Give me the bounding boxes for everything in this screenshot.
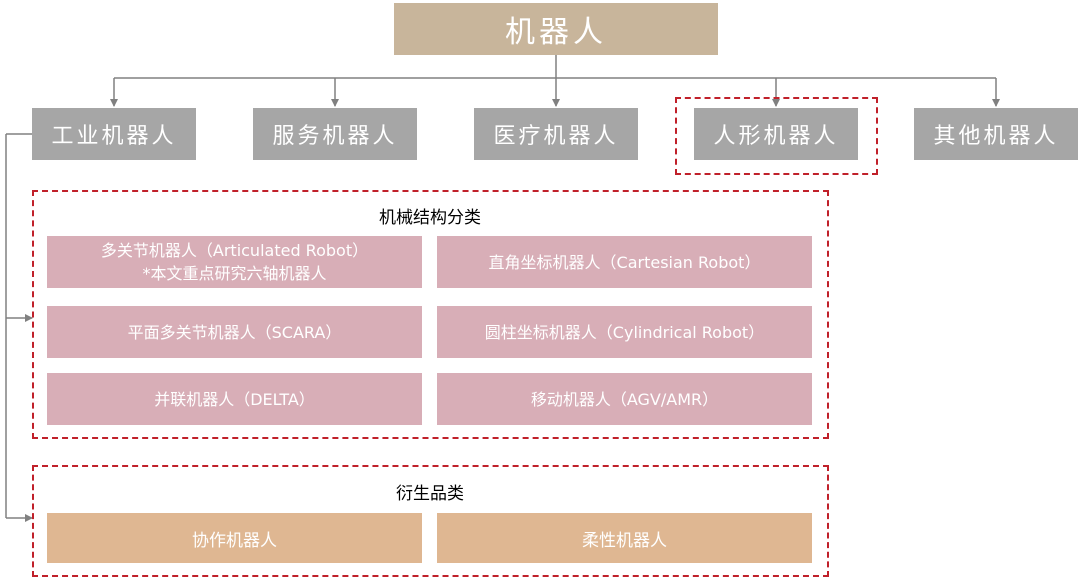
category-label: 工业机器人 (51, 124, 177, 149)
deriv-item-label: 柔性机器人 (582, 530, 667, 551)
category-label: 其他机器人 (933, 124, 1059, 149)
category-label: 医疗机器人 (493, 124, 619, 149)
mech-item-mobile: 移动机器人（AGV/AMR） (437, 373, 812, 425)
mech-item-cylindrical: 圆柱坐标机器人（Cylindrical Robot） (437, 306, 812, 358)
mech-item-delta: 并联机器人（DELTA） (47, 373, 422, 425)
mechanical-group-frame (32, 190, 829, 439)
mech-item-cartesian: 直角坐标机器人（Cartesian Robot） (437, 236, 812, 288)
deriv-item-collaborative: 协作机器人 (47, 513, 422, 563)
category-label: 人形机器人 (713, 124, 839, 149)
root-node-robot: 机器人 (394, 3, 718, 55)
mech-item-label: 平面多关节机器人（SCARA） (127, 322, 342, 342)
category-humanoid: 人形机器人 (694, 108, 858, 160)
root-label: 机器人 (505, 15, 607, 50)
mech-item-label: 并联机器人（DELTA） (154, 389, 315, 409)
deriv-item-flexible: 柔性机器人 (437, 513, 812, 563)
mech-item-label: 多关节机器人（Articulated Robot） (100, 241, 369, 260)
category-industrial: 工业机器人 (32, 108, 196, 160)
category-service: 服务机器人 (253, 108, 417, 160)
mech-item-label: 直角坐标机器人（Cartesian Robot） (488, 252, 761, 272)
mech-item-articulated: 多关节机器人（Articulated Robot） *本文重点研究六轴机器人 (47, 236, 422, 288)
category-label: 服务机器人 (272, 124, 398, 149)
category-other: 其他机器人 (914, 108, 1078, 160)
mech-item-label: 圆柱坐标机器人（Cylindrical Robot） (484, 322, 765, 342)
mech-item-label: 移动机器人（AGV/AMR） (530, 389, 719, 409)
derivative-group-title: 衍生品类 (396, 484, 464, 504)
mech-item-scara: 平面多关节机器人（SCARA） (47, 306, 422, 358)
mechanical-group-title: 机械结构分类 (379, 208, 481, 228)
derivative-group-frame (32, 465, 829, 577)
mech-item-note: *本文重点研究六轴机器人 (142, 264, 327, 283)
category-medical: 医疗机器人 (474, 108, 638, 160)
humanoid-highlight-frame (675, 97, 878, 175)
deriv-item-label: 协作机器人 (192, 530, 277, 551)
